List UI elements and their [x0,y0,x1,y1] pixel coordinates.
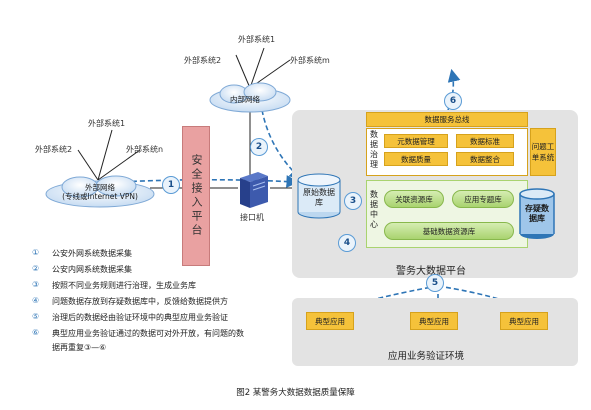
legend-num-4: ④ [32,296,40,305]
legend-item-3: ③ 按照不同业务规则进行治理，生成业务库 [32,280,196,291]
typical-app-3: 典型应用 [500,312,548,330]
step-2-marker: 2 [250,138,268,156]
data-standard: 数据标准 [456,134,514,148]
legend-text-1: 公安外网系统数据采集 [52,249,132,258]
legend-item-4: ④ 问题数据存放到存疑数据库中，反馈给数据提供方 [32,296,228,307]
doubt-database-icon [519,188,555,239]
interface-machine-label: 接口机 [240,213,264,222]
external-network-title: 外部网络 [85,183,115,192]
legend-text-7: 据再重复③—⑥ [52,343,107,352]
legend-num-3: ③ [32,280,40,289]
legend-text-6: 典型应用业务验证通过的数据可对外开放，有问题的数 [52,329,244,338]
data-center-label: 数据中心 [370,190,378,229]
legend-num-5: ⑤ [32,312,40,321]
top-external-system-2: 外部系统2 [184,56,222,65]
top-external-system-1: 外部系统1 [238,35,276,44]
related-resource-db: 关联资源库 [384,190,444,208]
legend-num-2: ② [32,264,40,273]
step-5-marker: 5 [426,274,444,292]
internal-network-cloud [209,82,291,113]
legend-item-6: ⑥ 典型应用业务验证通过的数据可对外开放，有问题的数 [32,328,244,339]
left-external-system-1: 外部系统1 [88,119,126,128]
step-4-marker: 4 [338,234,356,252]
security-access-platform-label: 安全接入平台 [190,154,203,238]
database-icon [297,173,341,219]
external-network-label: 外部网络 (专线或Internet VPN) [52,183,148,201]
application-topic-db: 应用专题库 [452,190,514,208]
legend-item-1: ① 公安外网系统数据采集 [32,248,132,259]
internal-network-label: 内部网络 [230,95,260,104]
issue-ticket-system: 问题工单系统 [530,128,556,176]
platform-title: 警务大数据平台 [396,266,466,277]
raw-database-label: 原始数据库 [303,188,335,207]
left-external-system-2: 外部系统2 [35,145,73,154]
figure-caption: 图2 某警务大数据数据质量保障 [236,388,355,398]
left-external-system-n: 外部系统n [126,145,164,154]
legend-num-7 [32,342,52,353]
app-verification-environment [292,298,578,366]
typical-app-1: 典型应用 [306,312,354,330]
legend-num-1: ① [32,248,40,257]
data-integration: 数据整合 [456,152,514,166]
legend-item-2: ② 公安内网系统数据采集 [32,264,132,275]
doubt-database-label: 存疑数据库 [525,204,549,223]
step-1-marker: 1 [162,176,180,194]
data-service-bus: 数据服务总线 [366,112,528,127]
security-access-platform: 安全接入平台 [182,126,210,266]
legend-text-3: 按照不同业务规则进行治理，生成业务库 [52,281,196,290]
legend-text-2: 公安内网系统数据采集 [52,265,132,274]
basic-data-resource-db: 基础数据资源库 [384,222,514,240]
top-external-system-m: 外部系统m [290,56,330,65]
server-icon [240,172,268,208]
metadata-management: 元数据管理 [384,134,448,148]
data-quality: 数据质量 [384,152,448,166]
step-3-marker: 3 [344,192,362,210]
legend-item-5: ⑤ 治理后的数据经由验证环境中的典型应用业务验证 [32,312,228,323]
external-network-subtitle: (专线或Internet VPN) [62,192,138,201]
legend-text-4: 问题数据存放到存疑数据库中，反馈给数据提供方 [52,297,228,306]
data-governance-label: 数据治理 [370,130,378,169]
step-6-marker: 6 [444,92,462,110]
typical-app-2: 典型应用 [410,312,458,330]
app-env-title: 应用业务验证环境 [388,351,465,362]
legend-text-5: 治理后的数据经由验证环境中的典型应用业务验证 [52,313,228,322]
external-network-cloud [45,175,155,208]
legend-item-6-continued: 据再重复③—⑥ [32,342,106,353]
legend-num-6: ⑥ [32,328,40,337]
